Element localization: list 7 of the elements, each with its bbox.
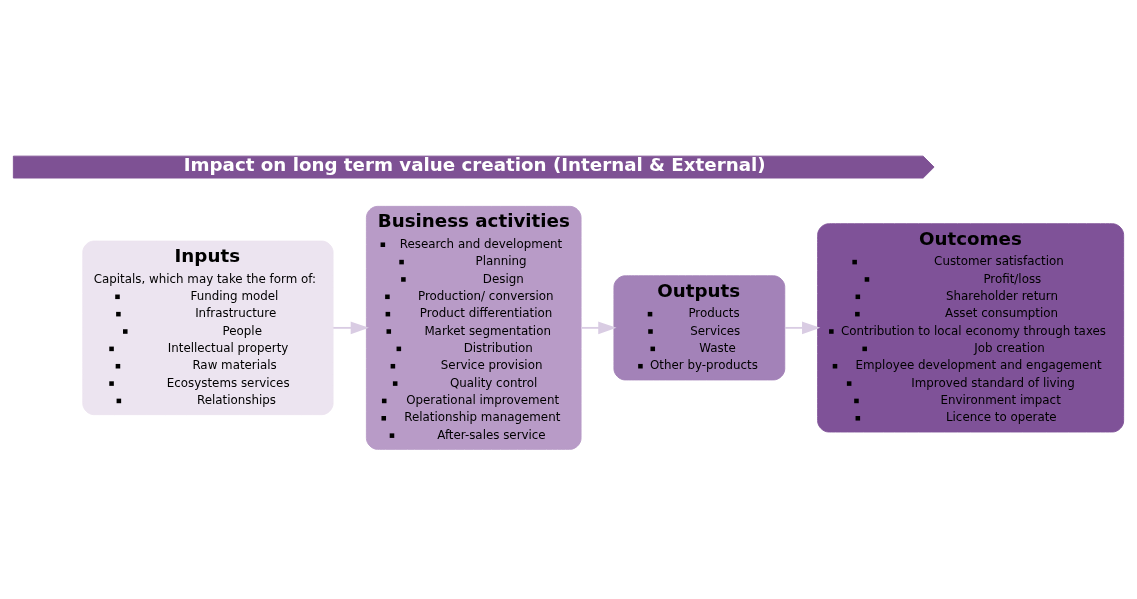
node-box: Outcomes Customer satisfaction Profit/loss Shareholder return Asset consumption Contribution to local economy through taxes Job creation Employee development and engagement Improved standard of living Environment impact Licence to operate [817,222,1125,432]
node-box: Outputs Products Services Waste Other by-products [613,274,786,380]
node-box: Inputs Capitals, which may take the form of: Funding model Infrastructure People Intellectual property Raw materials Ecosystems services Relationships [82,240,334,415]
arrow [784,320,821,334]
arrow [332,320,369,334]
node-box: Business activities Research and development Planning Design Production/ conversion Product differentiation Market segmentation Distribution Service provision Quality control Operational improvement Relationship management After-sales service [365,205,582,450]
arrow [580,320,617,334]
